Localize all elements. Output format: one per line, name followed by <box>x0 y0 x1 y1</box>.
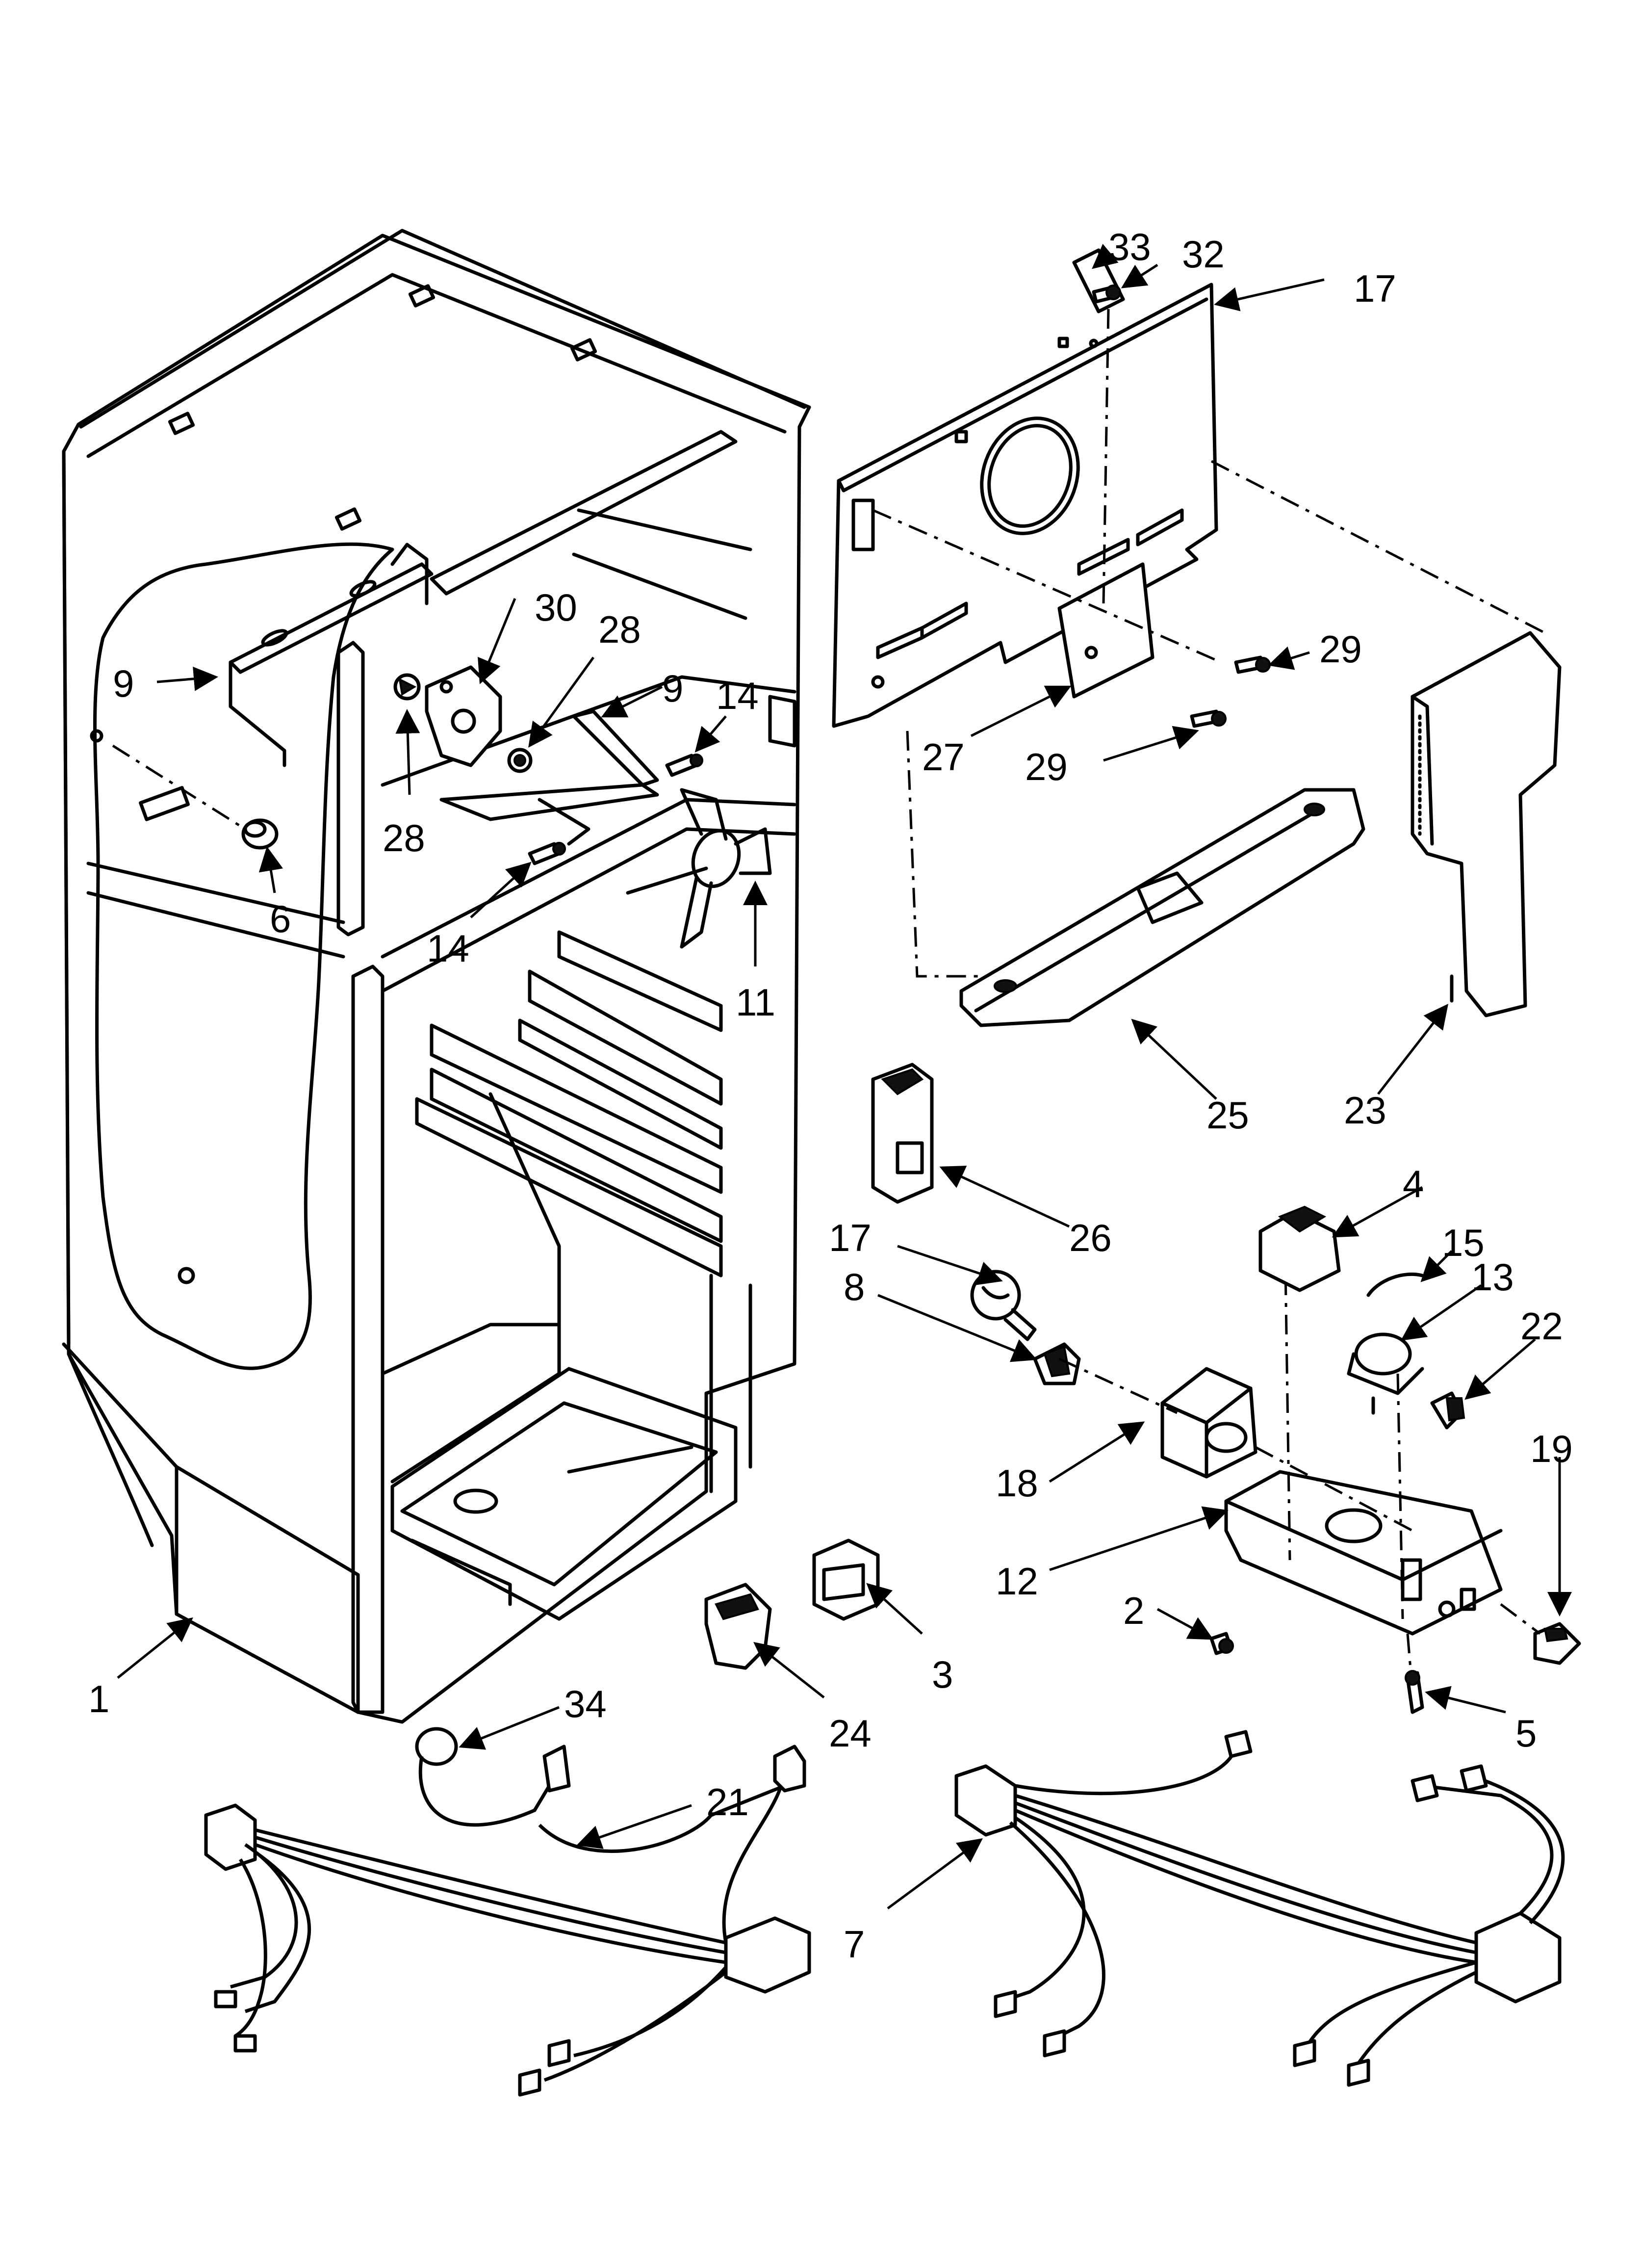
callout-23: 23 <box>1344 1089 1386 1132</box>
callout-9: 9 <box>662 667 683 710</box>
screw-part-14a <box>665 754 703 777</box>
callout-11: 11 <box>736 981 775 1024</box>
callout-24: 24 <box>829 1712 872 1755</box>
relay-part-4 <box>1258 1205 1341 1292</box>
callout-labels: 9 6 30 28 28 9 14 14 11 1 33 32 17 29 29… <box>88 225 1573 1966</box>
callout-8: 8 <box>844 1265 865 1308</box>
callout-21: 21 <box>706 1780 749 1824</box>
callout-15: 15 <box>1442 1221 1485 1264</box>
harness-part-21 <box>204 1727 811 2097</box>
callout-1: 1 <box>88 1677 109 1721</box>
part-24 <box>704 1583 772 1670</box>
callout-26: 26 <box>1069 1216 1112 1259</box>
knob-part-28b <box>507 748 533 773</box>
callout-16: 17 <box>1354 267 1396 310</box>
leader-lines <box>117 243 1572 1910</box>
gasket-part-27 <box>1057 562 1155 699</box>
switch-part-26 <box>871 1063 934 1204</box>
screw-part-14b <box>528 842 566 865</box>
connector-part-22 <box>1430 1391 1465 1430</box>
callout-18: 18 <box>996 1461 1038 1505</box>
callout-6: 6 <box>270 897 291 940</box>
bracket-part-10 <box>229 543 434 767</box>
fan-blade-part-11 <box>626 788 772 949</box>
screw-part-2 <box>1209 1632 1234 1655</box>
callout-12: 12 <box>996 1560 1038 1603</box>
plug-part-6 <box>241 818 279 850</box>
fan-bracket-part-9 <box>439 709 659 846</box>
callout-14a: 14 <box>716 674 759 717</box>
screw-part-29a <box>1234 655 1271 674</box>
callout-29b: 29 <box>1025 745 1068 788</box>
part-3 <box>812 1538 880 1621</box>
light-shield-part-18 <box>1160 1367 1257 1479</box>
callout-10: 9 <box>113 662 134 705</box>
screw-part-29b <box>1190 709 1227 728</box>
callout-34: 34 <box>564 1682 607 1725</box>
thermostat-part-30 <box>425 665 502 767</box>
callout-7: 7 <box>844 1923 865 1966</box>
knob-part-28a <box>393 673 421 701</box>
drain-trough-part-25 <box>959 788 1365 1027</box>
callout-17: 17 <box>829 1216 872 1259</box>
control-housing-part-12 <box>1224 1470 1503 1636</box>
clip-part-19 <box>1533 1622 1581 1665</box>
light-bulb-part-17 <box>970 1270 1037 1341</box>
evaporator-cover-part-16 <box>832 283 1218 728</box>
callout-22: 22 <box>1520 1304 1563 1348</box>
thermostat-part-13 <box>1347 1332 1424 1415</box>
tube-part-15 <box>1366 1272 1424 1297</box>
harness-part-7 <box>954 1730 1565 2087</box>
screw-part-32 <box>1092 285 1121 304</box>
air-duct-part-23 <box>1411 631 1562 1017</box>
callout-29a: 29 <box>1319 627 1362 671</box>
callout-13: 13 <box>1471 1255 1514 1299</box>
callout-19: 19 <box>1530 1427 1573 1470</box>
callout-2: 2 <box>1123 1589 1144 1632</box>
callout-3: 3 <box>932 1653 953 1696</box>
callout-32: 32 <box>1182 233 1225 276</box>
callout-28b: 28 <box>383 816 425 860</box>
callout-25: 25 <box>1206 1094 1249 1137</box>
light-socket-part-8 <box>1033 1342 1081 1385</box>
callout-30: 30 <box>535 586 577 629</box>
callout-33: 33 <box>1108 225 1151 268</box>
callout-27: 27 <box>922 735 965 779</box>
callout-4: 4 <box>1403 1162 1424 1205</box>
callout-28a: 28 <box>598 608 641 651</box>
cabinet-liner <box>62 229 811 1724</box>
screw-part-5 <box>1405 1670 1424 1714</box>
callout-14b: 14 <box>427 927 469 970</box>
callout-5: 5 <box>1515 1712 1537 1755</box>
